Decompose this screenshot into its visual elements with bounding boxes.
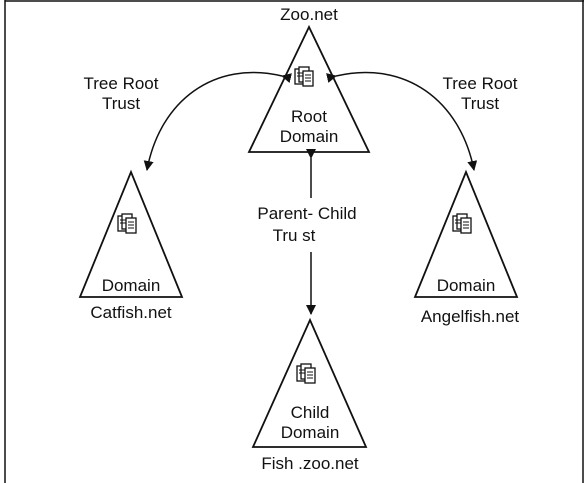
root-domain-label-line2: Domain	[280, 127, 339, 146]
root-domain-node: Zoo.net Root Domain	[247, 5, 371, 153]
parent-child-trust-label-line2: Tru st	[273, 226, 316, 245]
left-trust-label-line2: Trust	[102, 94, 140, 113]
right-trust-label-line2: Trust	[461, 94, 499, 113]
angelfish-domain-name: Angelfish.net	[421, 307, 520, 326]
catfish-domain-label: Domain	[102, 276, 161, 295]
fish-domain-node: Child Domain Fish .zoo.net	[251, 317, 368, 473]
right-trust-label-line1: Tree Root	[443, 74, 518, 93]
fish-domain-name: Fish .zoo.net	[261, 454, 359, 473]
fish-domain-label-line1: Child	[291, 403, 330, 422]
catfish-domain-name: Catfish.net	[90, 303, 172, 322]
left-tree-root-trust-arrow	[143, 71, 292, 171]
parent-child-trust-label-line1: Parent- Child	[257, 204, 356, 223]
fish-domain-label-line2: Domain	[281, 423, 340, 442]
left-trust-label-line1: Tree Root	[84, 74, 159, 93]
right-tree-root-trust-arrow	[326, 71, 478, 171]
angelfish-domain-node: Domain Angelfish.net	[413, 169, 520, 326]
catfish-domain-triangle	[78, 169, 184, 298]
angelfish-domain-triangle	[413, 169, 519, 298]
angelfish-domain-label: Domain	[437, 276, 496, 295]
root-domain-name: Zoo.net	[280, 5, 338, 24]
catfish-domain-node: Domain Catfish.net	[78, 169, 184, 322]
root-domain-label-line1: Root	[291, 107, 327, 126]
